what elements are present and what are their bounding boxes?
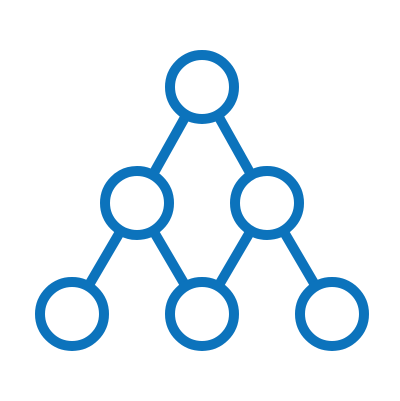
node-n6 [295,277,369,351]
node-n4 [35,277,109,351]
node-n3 [230,166,304,240]
node-n5 [165,277,239,351]
nodes-group [35,50,369,351]
node-n2 [100,166,174,240]
node-n1 [165,50,239,124]
